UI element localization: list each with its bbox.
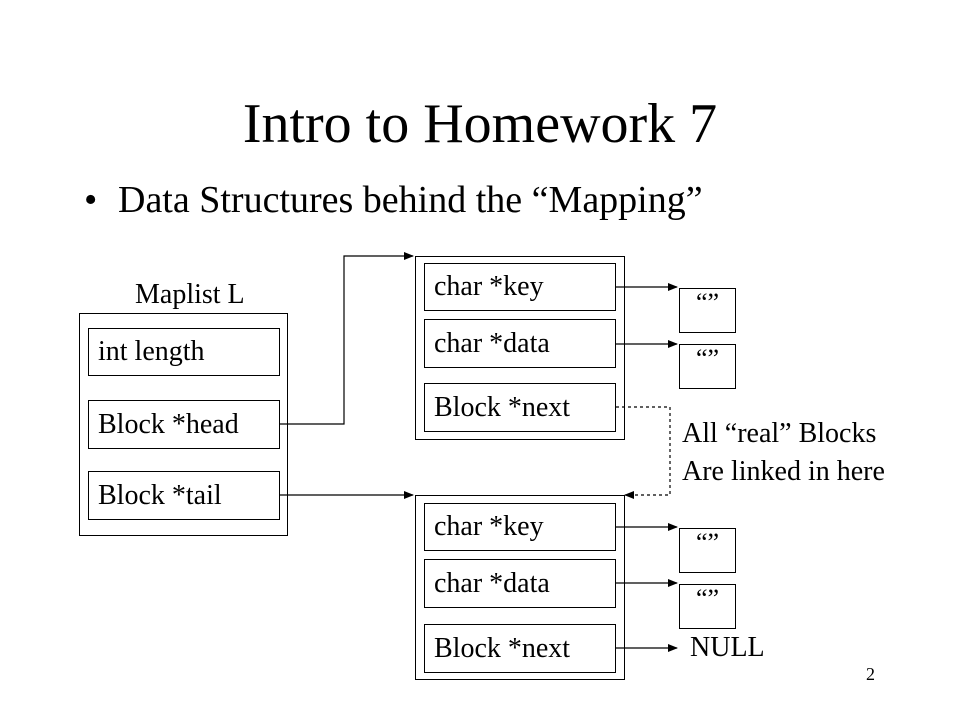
annotation-line1: All “real” Blocks [682, 418, 877, 449]
block1-field-data: char *data [424, 319, 616, 368]
block2-field-next: Block *next [424, 624, 616, 673]
maplist-field-tail: Block *tail [88, 471, 280, 520]
bullet-text: Data Structures behind the “Mapping” [118, 179, 703, 221]
block1-key-string: “” [679, 288, 736, 333]
maplist-field-length: int length [88, 328, 280, 376]
block2-frame [415, 495, 625, 680]
maplist-label: Maplist L [135, 279, 245, 310]
null-label: NULL [690, 632, 765, 663]
slide-title: Intro to Homework 7 [242, 93, 718, 155]
block1-field-next: Block *next [424, 383, 616, 432]
block2-key-string: “” [679, 528, 736, 573]
block2-field-key: char *key [424, 503, 616, 551]
bullet-item: • Data Structures behind the “Mapping” [84, 178, 703, 222]
head-pointer-arrow [280, 252, 414, 425]
block1-data-string: “” [679, 344, 736, 389]
block1-next-arrow [616, 406, 671, 499]
block2-data-string: “” [679, 584, 736, 629]
block1-frame [415, 256, 625, 440]
annotation-line2: Are linked in here [682, 456, 885, 487]
block2-field-data: char *data [424, 559, 616, 608]
maplist-field-head: Block *head [88, 400, 280, 449]
page-number: 2 [866, 664, 875, 684]
bullet-marker: • [84, 179, 98, 221]
block1-field-key: char *key [424, 263, 616, 311]
